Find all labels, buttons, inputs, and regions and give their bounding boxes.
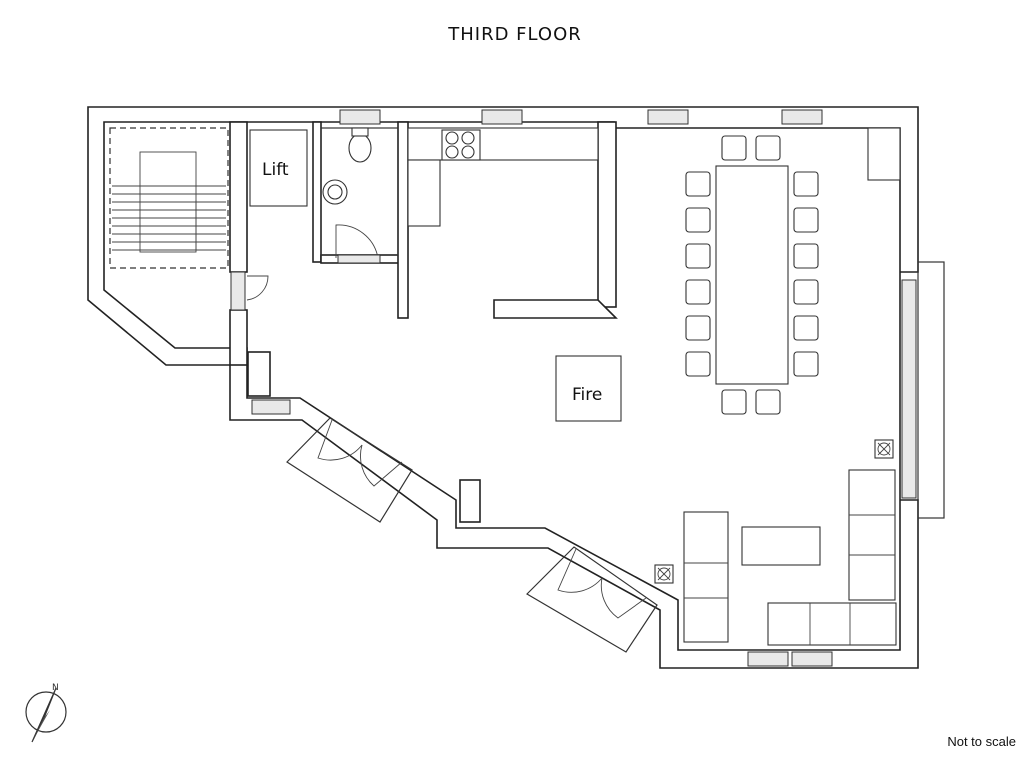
wc-door-swing [335,224,379,259]
fireplace: Fire [555,355,622,422]
wc [320,127,399,264]
lift: Lift [230,129,308,311]
sofa-bottom [767,602,897,646]
sofa-right [848,469,896,601]
wc-door [337,254,381,264]
cabinet [867,127,901,181]
scale-note: Not to scale [947,734,1016,749]
coffee-table [741,526,821,566]
sofa-left [683,511,729,643]
plan-title: THIRD FLOOR [448,24,582,45]
lounge [683,469,897,646]
fire-label: Fire [572,385,602,405]
lift-label: Lift [262,160,289,180]
kitchen-counter [407,127,599,161]
windows [251,109,917,667]
stairwell [109,127,229,269]
chairs [685,135,819,415]
vent-icon [874,439,894,459]
compass-icon: N [25,683,67,743]
balcony-frame [917,261,945,519]
lift-door-swing [246,275,269,301]
vent-icon [654,564,674,584]
stair-treads [112,185,226,251]
toilet-icon [348,133,372,163]
lift-door [230,271,246,311]
balcony-door-south [526,546,658,653]
compass-north-label: N [52,683,59,693]
kitchen [407,127,599,227]
balcony-door-west [286,417,413,523]
kitchen-counter-side [407,159,441,227]
exterior-walls [87,106,919,669]
conference-table [685,135,819,415]
